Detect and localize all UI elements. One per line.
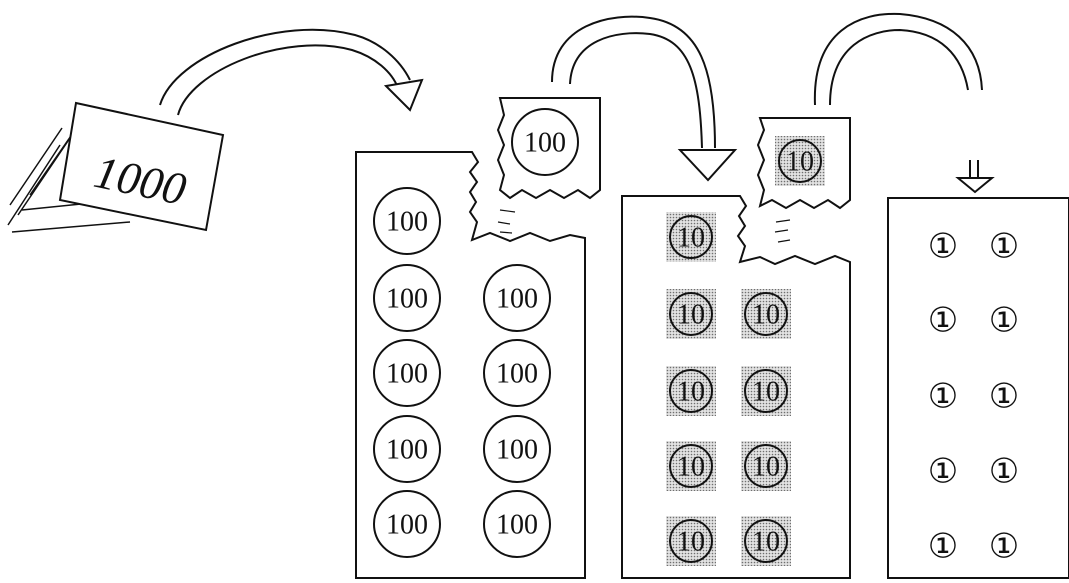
hundred-coin-label: 100	[496, 359, 538, 390]
hundred-coin: 100	[483, 415, 551, 483]
hundred-coin: 100	[373, 264, 441, 332]
ten-coin-label: 10	[752, 300, 780, 331]
ten-coin-label: 10	[677, 377, 705, 408]
arrow-tens-to-ones	[813, 12, 995, 194]
tear-marks	[774, 219, 791, 243]
banknote-edge-line	[11, 221, 131, 233]
one-coin-label: ①	[989, 379, 1019, 416]
hundred-coin-label: 100	[496, 510, 538, 541]
one-coin-label: ①	[928, 454, 958, 491]
hundred-coin: 100	[373, 339, 441, 407]
ten-coin: 10	[741, 289, 791, 339]
hundred-coin: 100	[483, 490, 551, 558]
hundred-coin-label: 100	[386, 359, 428, 390]
one-coin-label: ①	[928, 303, 958, 340]
one-coin: ①	[928, 379, 958, 416]
one-coin-label: ①	[989, 229, 1019, 266]
one-coin: ①	[928, 454, 958, 491]
arrow-hundreds-to-tens	[551, 15, 738, 182]
one-coin: ①	[989, 229, 1019, 266]
hundred-coin: 100	[373, 490, 441, 558]
one-coin: ①	[989, 529, 1019, 566]
ten-coin: 10	[741, 366, 791, 416]
banknote-edge-line	[29, 129, 76, 196]
hundred-coin-label: 100	[386, 207, 428, 238]
ten-coin: 10	[666, 516, 716, 566]
ten-coin: 10	[666, 366, 716, 416]
ten-coin-label: 10	[677, 223, 705, 254]
banknote-stack: 1000	[7, 101, 225, 233]
hundred-coin: 100	[373, 187, 441, 255]
one-coin: ①	[928, 303, 958, 340]
ten-coin-label: 10	[677, 452, 705, 483]
ten-coin: 10	[666, 441, 716, 491]
one-coin-label: ①	[989, 529, 1019, 566]
hundred-coin: 100	[483, 339, 551, 407]
hundred-coin-label: 100	[386, 510, 428, 541]
hundred-coin: 100	[373, 415, 441, 483]
one-sheet-outline	[887, 197, 1069, 579]
arrow-bill-to-hundreds	[159, 28, 424, 116]
ten-coin: 10	[741, 441, 791, 491]
ten-coin-label: 10	[677, 527, 705, 558]
ten-sheet-outline	[621, 195, 851, 579]
banknote	[58, 101, 225, 232]
one-coin: ①	[928, 529, 958, 566]
banknote-edge-line	[7, 144, 61, 226]
ten-coin-label: 10	[752, 452, 780, 483]
hundred-torn-coin	[511, 108, 579, 176]
ten-coin-label: 10	[752, 377, 780, 408]
hundred-coin-label: 100	[496, 435, 538, 466]
one-coin: ①	[928, 229, 958, 266]
one-coin-label: ①	[989, 303, 1019, 340]
ten-coin-label: 10	[677, 300, 705, 331]
hundred-coin-label: 100	[386, 284, 428, 315]
ten-coin-label: 10	[752, 527, 780, 558]
one-coin: ①	[989, 379, 1019, 416]
banknote-edge-line	[9, 127, 63, 206]
ten-torn-coin-shade	[775, 136, 825, 186]
hundred-coin-label: 100	[496, 284, 538, 315]
one-coin-label: ①	[928, 229, 958, 266]
one-coin-label: ①	[928, 529, 958, 566]
one-coin: ①	[989, 454, 1019, 491]
one-coin-sheet	[887, 197, 1069, 579]
one-coin-label: ①	[928, 379, 958, 416]
hundred-coin-label: 100	[386, 435, 428, 466]
ten-torn-coin	[778, 139, 822, 183]
hundred-torn-coin-label: 100	[524, 128, 566, 159]
ten-coin: 10	[666, 289, 716, 339]
ten-coin: 10	[666, 212, 716, 262]
ten-coin-sheet: 10	[621, 117, 851, 579]
tear-marks	[497, 209, 516, 234]
one-coin: ①	[989, 303, 1019, 340]
one-coin-label: ①	[989, 454, 1019, 491]
coins-layer: 100 100 100 100 100 100 100 100 100 10 10 10 10 10 10 1…	[373, 187, 1019, 566]
ten-torn-coin-label: 10	[786, 147, 814, 178]
hundred-coin: 100	[483, 264, 551, 332]
ten-coin: 10	[741, 516, 791, 566]
